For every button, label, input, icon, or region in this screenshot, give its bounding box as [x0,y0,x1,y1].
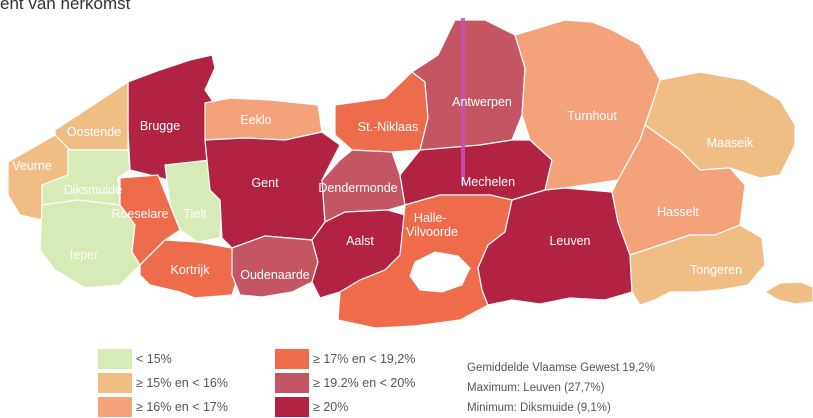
legend-label: ≥ 20% [313,400,349,414]
label-tielt: Tielt [183,207,207,221]
legend-swatch [98,397,132,417]
legend-label: < 15% [136,352,172,366]
label-kortrijk: Kortrijk [171,263,211,277]
label-aalst: Aalst [346,234,374,248]
legend-label: ≥ 19.2% en < 20% [313,376,416,390]
region-kortrijk[interactable] [139,239,241,299]
label-gent: Gent [251,176,279,190]
legend-item-ge20: ≥ 20% [275,397,348,417]
region-antwerpen[interactable] [411,19,526,153]
label-hasselt: Hasselt [657,205,699,219]
label-oostende: Oostende [67,125,121,139]
brussels-enclave [409,251,471,293]
label-brugge: Brugge [140,119,180,133]
region-st-niklaas[interactable] [334,71,429,153]
map-title: ent van herkomst [0,0,131,13]
legend-swatch [98,349,132,369]
legend-item-15to16: ≥ 15% en < 16% [98,373,228,393]
flanders-map: Brugge Oostende Veurne Diksmuide Ieper T… [7,18,813,329]
legend-swatch [275,349,309,369]
label-leuven: Leuven [549,234,590,248]
label-tongeren: Tongeren [690,263,742,277]
label-diksmuide: Diksmuide [64,183,122,197]
legend-label: ≥ 16% en < 17% [136,400,228,414]
region-leuven[interactable] [477,187,633,306]
label-ieper: Ieper [70,248,99,262]
label-halle-vilvoorde: Halle- Vilvoorde [406,211,458,239]
stats-average: Gemiddelde Vlaamse Gewest 19,2% [467,362,655,374]
legend-label: ≥ 17% en < 19,2% [313,352,416,366]
stats-minimum: Minimum: Diksmuide (9,1%) [467,402,611,414]
label-roeselare: Roeselare [112,207,169,221]
label-maaseik: Maaseik [707,136,754,150]
label-dendermonde: Dendermonde [318,181,397,195]
legend-swatch [98,373,132,393]
label-turnhout: Turnhout [567,109,617,123]
stats-maximum: Maximum: Leuven (27,7%) [467,382,605,394]
legend-item-lt15: < 15% [98,349,172,369]
legend-label: ≥ 15% en < 16% [136,376,228,390]
region-oostende[interactable] [54,81,129,151]
region-tongeren[interactable] [629,224,766,306]
legend-swatch [275,373,309,393]
label-mechelen: Mechelen [461,175,515,189]
region-oudenaarde[interactable] [231,235,319,298]
label-antwerpen: Antwerpen [452,95,512,109]
label-st-niklaas: St.-Niklaas [358,120,418,134]
legend-item-19-2to20: ≥ 19.2% en < 20% [275,373,415,393]
legend-item-16to17: ≥ 16% en < 17% [98,397,228,417]
label-veurne: Veurne [12,159,52,173]
label-oudenaarde: Oudenaarde [240,268,310,282]
legend-swatch [275,397,309,417]
region-voeren[interactable] [764,281,813,305]
stats-panel: Gemiddelde Vlaamse Gewest 19,2% Maximum:… [467,358,655,418]
label-eeklo: Eeklo [240,113,271,127]
legend-item-17to19-2: ≥ 17% en < 19,2% [275,349,415,369]
